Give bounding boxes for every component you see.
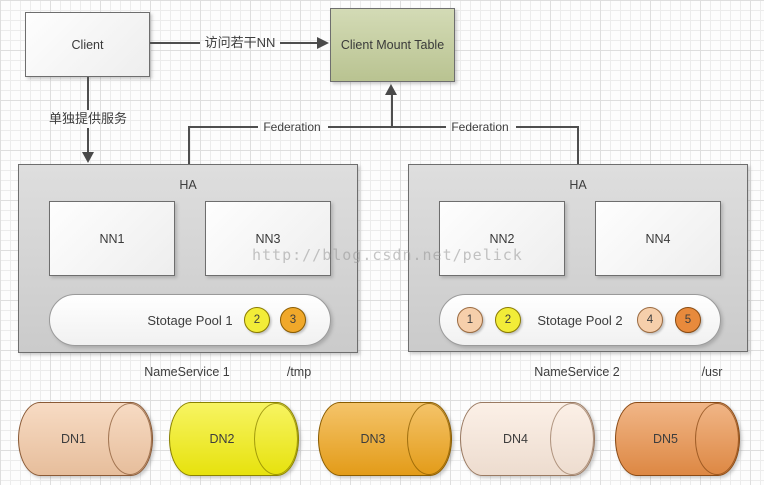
storage-pool-2: Stotage Pool 2 1 2 4 5 — [439, 294, 721, 346]
client-node-label: Client — [71, 37, 104, 52]
arrow-head-up-icon — [385, 84, 397, 95]
federation-label-right: Federation — [451, 120, 509, 134]
datanode-label: DN3 — [360, 432, 386, 446]
cylinder-cap — [254, 403, 298, 475]
ha-group-nameservice-1: HA NN1 NN3 Stotage Pool 1 2 3 — [18, 164, 358, 353]
arrow-head-right-icon — [317, 37, 329, 49]
datanode-dn4: DN4 — [460, 402, 595, 476]
datanode-dn2: DN2 — [169, 402, 299, 476]
namenode-nn1: NN1 — [49, 201, 175, 276]
namenode-nn4: NN4 — [595, 201, 721, 276]
edge-standalone-label: 单独提供服务 — [48, 111, 127, 126]
namenode-label: NN2 — [489, 231, 515, 246]
cylinder-cap — [695, 403, 739, 475]
connector-standalone-seg1 — [87, 77, 89, 110]
connector-federation-up-vertical — [391, 95, 393, 128]
datanode-label: DN5 — [652, 432, 678, 446]
datanode-dn1: DN1 — [18, 402, 153, 476]
connector-federation-seg1 — [188, 126, 258, 128]
block-2: 2 — [244, 307, 270, 333]
datanode-dn3: DN3 — [318, 402, 452, 476]
nameservice-1-caption: NameService 1 — [144, 365, 230, 379]
block-3: 3 — [280, 307, 306, 333]
storage-pool-label: Stotage Pool 2 — [537, 312, 623, 328]
connector-federation-seg3 — [516, 126, 579, 128]
connector-federation-left-vertical — [188, 126, 190, 164]
block-4: 4 — [637, 307, 663, 333]
mount-path-usr: /usr — [701, 365, 723, 379]
datanode-dn5: DN5 — [615, 402, 740, 476]
storage-pool-label: Stotage Pool 1 — [147, 312, 233, 328]
ha-label: HA — [179, 178, 197, 192]
cylinder-cap — [108, 403, 152, 475]
namenode-label: NN1 — [99, 231, 125, 246]
connector-federation-seg2 — [328, 126, 446, 128]
namenode-nn3: NN3 — [205, 201, 331, 276]
ha-label: HA — [569, 178, 587, 192]
mount-path-tmp: /tmp — [286, 365, 312, 379]
connector-federation-right-vertical — [577, 126, 579, 164]
cylinder-cap — [407, 403, 451, 475]
ha-group-nameservice-2: HA NN2 NN4 Stotage Pool 2 1 2 4 5 — [408, 164, 748, 352]
storage-pool-1: Stotage Pool 1 2 3 — [49, 294, 331, 346]
client-mount-table-label: Client Mount Table — [340, 38, 445, 52]
namenode-label: NN4 — [645, 231, 671, 246]
arrow-head-down-icon — [82, 152, 94, 163]
connector-access-seg1 — [150, 42, 200, 44]
cylinder-cap — [550, 403, 594, 475]
datanode-label: DN2 — [209, 432, 235, 446]
block-5: 5 — [675, 307, 701, 333]
datanode-label: DN1 — [60, 432, 86, 446]
block-2: 2 — [495, 307, 521, 333]
client-node: Client — [25, 12, 150, 77]
datanode-label: DN4 — [502, 432, 528, 446]
namenode-label: NN3 — [255, 231, 281, 246]
connector-standalone-seg2 — [87, 128, 89, 153]
connector-access-seg2 — [280, 42, 318, 44]
client-mount-table-node: Client Mount Table — [330, 8, 455, 82]
block-1: 1 — [457, 307, 483, 333]
nameservice-2-caption: NameService 2 — [534, 365, 620, 379]
edge-access-nn-label: 访问若干NN — [204, 35, 276, 50]
namenode-nn2: NN2 — [439, 201, 565, 276]
federation-label-left: Federation — [263, 120, 321, 134]
